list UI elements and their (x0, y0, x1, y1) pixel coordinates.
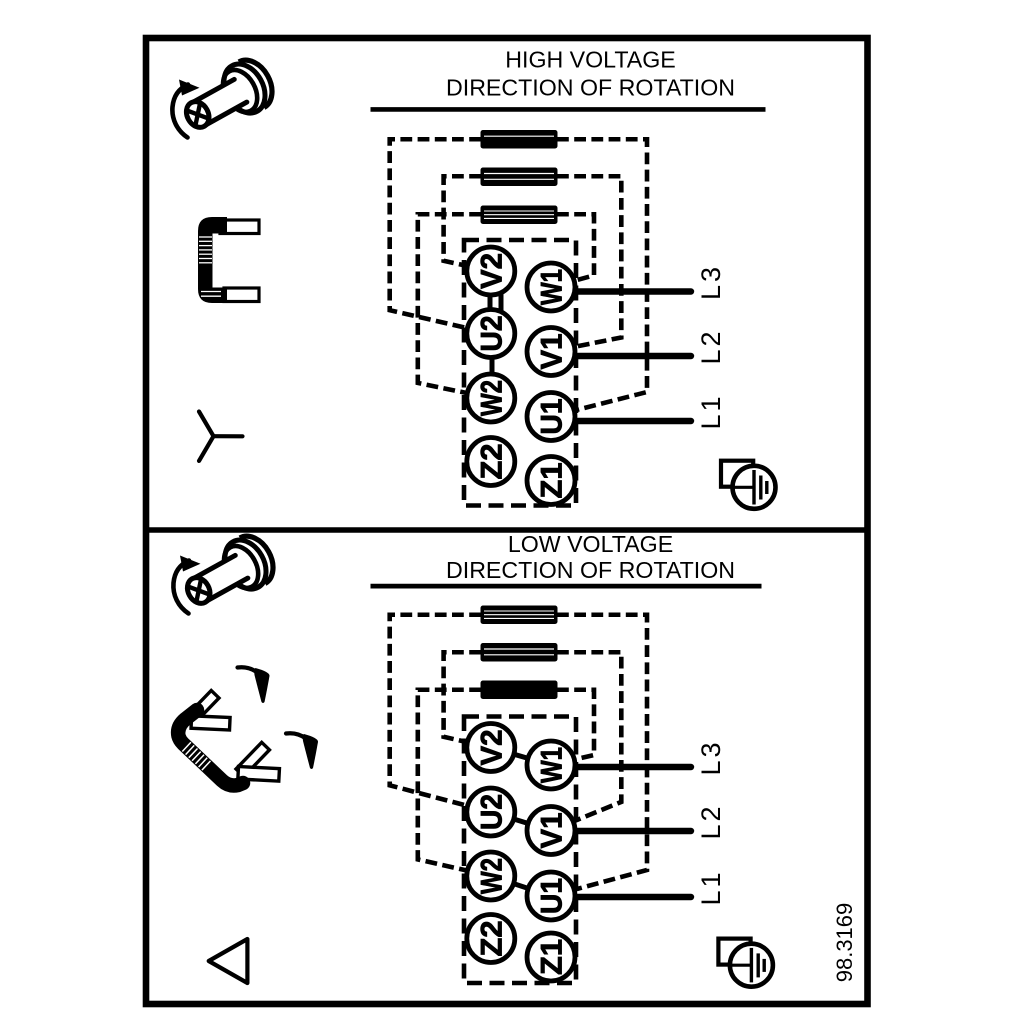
svg-text:U1: U1 (536, 878, 569, 914)
svg-text:Z1: Z1 (536, 939, 569, 975)
svg-text:V1: V1 (536, 334, 569, 370)
svg-text:98.3169: 98.3169 (832, 903, 857, 983)
svg-text:HIGH VOLTAGE: HIGH VOLTAGE (505, 47, 676, 73)
svg-text:U2: U2 (475, 316, 508, 352)
svg-text:W2: W2 (475, 380, 508, 416)
svg-text:V2: V2 (475, 730, 508, 766)
svg-text:W1: W1 (536, 747, 569, 783)
svg-text:DIRECTION OF ROTATION: DIRECTION OF ROTATION (446, 557, 735, 583)
svg-text:LOW VOLTAGE: LOW VOLTAGE (508, 531, 673, 557)
svg-text:V1: V1 (536, 813, 569, 849)
svg-text:V2: V2 (475, 253, 508, 289)
svg-text:U2: U2 (475, 794, 508, 830)
svg-text:U1: U1 (536, 399, 569, 435)
svg-text:W2: W2 (475, 858, 508, 894)
svg-text:DIRECTION OF ROTATION: DIRECTION OF ROTATION (446, 75, 735, 101)
svg-text:Z1: Z1 (536, 463, 569, 499)
svg-text:Z2: Z2 (475, 444, 508, 480)
svg-text:W1: W1 (536, 269, 569, 305)
svg-text:Z2: Z2 (475, 921, 508, 957)
